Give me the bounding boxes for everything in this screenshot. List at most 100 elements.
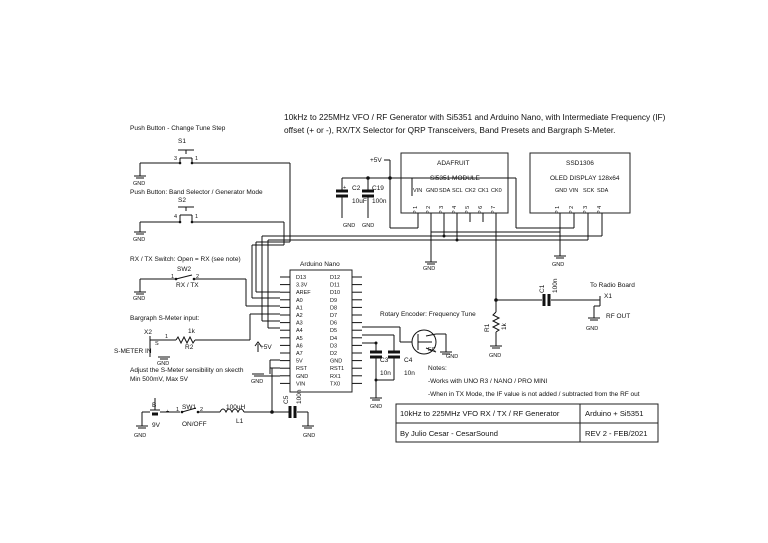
nano-pin-label: D11 bbox=[330, 283, 340, 289]
l1-value: 100uH bbox=[226, 404, 245, 411]
x2-connector bbox=[149, 336, 176, 346]
nano-title: Arduino Nano bbox=[300, 261, 340, 268]
gnd-symbol-smeter bbox=[158, 356, 170, 360]
r1-value: 1k bbox=[501, 322, 508, 330]
oled-pin-ref: P 2 bbox=[569, 206, 575, 214]
c19-value: 100n bbox=[372, 198, 387, 205]
nano-pin-label: GND bbox=[330, 359, 342, 365]
adafruit-pin-label: VIN bbox=[413, 188, 422, 194]
gnd-symbol-rxtx bbox=[134, 291, 146, 295]
s2-caption: Push Button: Band Selector / Generator M… bbox=[130, 189, 263, 196]
note-2: -When in TX Mode, the IF value is not ad… bbox=[428, 391, 640, 398]
nano-pin-label: RST1 bbox=[330, 366, 344, 372]
nano-pin-label: 3.3V bbox=[296, 283, 308, 289]
oled-pin-ref: P 1 bbox=[555, 206, 561, 214]
x1-connector bbox=[594, 296, 601, 307]
nano-pin-label: D2 bbox=[330, 351, 337, 357]
c1-ref: C1 bbox=[539, 284, 546, 293]
r2-value: 1k bbox=[188, 328, 196, 335]
x1-ref: X1 bbox=[604, 293, 612, 300]
gnd-symbol-s1 bbox=[134, 175, 146, 179]
svg-text:+: + bbox=[343, 185, 346, 191]
gnd-symbol-encoder bbox=[440, 351, 452, 355]
nano-pin-label: A0 bbox=[296, 298, 303, 304]
svg-text:1: 1 bbox=[195, 156, 198, 162]
oled-ssd1306-module bbox=[529, 152, 631, 214]
gnd-symbol-adafruit bbox=[425, 261, 437, 265]
oled-pin-label: VIN bbox=[569, 188, 578, 194]
c1-value: 100n bbox=[552, 278, 559, 293]
gnd-label-s2: GND bbox=[133, 237, 145, 243]
nano-pin-label: A1 bbox=[296, 305, 303, 311]
oled-pin-label: SCK bbox=[583, 188, 595, 194]
svg-text:2: 2 bbox=[200, 407, 203, 413]
adafruit-pin-label: SCL bbox=[452, 188, 463, 194]
adafruit-pin-label: SDA bbox=[439, 188, 451, 194]
gnd-label-encoder: GND bbox=[446, 354, 458, 360]
power-switch-label: ON/OFF bbox=[182, 421, 207, 428]
adafruit-si5351-module bbox=[400, 152, 509, 214]
title-line-2: offset (+ or -), RX/TX Selector for QRP … bbox=[284, 125, 615, 135]
nano-pin-label: AREF bbox=[296, 290, 311, 296]
title-block-platform: Arduino + Si5351 bbox=[585, 409, 643, 418]
battery-ref: B bbox=[152, 402, 156, 409]
adafruit-pin-label: CK2 bbox=[465, 188, 476, 194]
plus5v-top-label: +5V bbox=[370, 157, 382, 164]
c5-ref: C5 bbox=[283, 395, 290, 404]
c2-value: 10uF bbox=[352, 198, 367, 205]
nano-pin-label: A5 bbox=[296, 336, 303, 342]
gnd-symbol-r1 bbox=[490, 345, 502, 349]
gnd-label-nano: GND bbox=[251, 379, 263, 385]
nano-pin-label: A7 bbox=[296, 351, 303, 357]
svg-text:2: 2 bbox=[196, 274, 199, 280]
nano-pin-label: 5V bbox=[296, 359, 303, 365]
c3-capacitor bbox=[370, 350, 382, 359]
c3-ref: C3 bbox=[380, 357, 389, 364]
adafruit-pin-ref: P 2 bbox=[426, 206, 432, 214]
battery-value: 9V bbox=[152, 422, 161, 429]
encoder-ref: EC bbox=[428, 347, 436, 353]
svg-text:3: 3 bbox=[174, 156, 177, 162]
note-1: -Works with UNO R3 / NANO / PRO MINI bbox=[428, 378, 548, 385]
nano-pin-label: A3 bbox=[296, 321, 303, 327]
rxtx-switch bbox=[174, 274, 196, 281]
nano-pin-label: D4 bbox=[330, 336, 337, 342]
c5-capacitor bbox=[288, 406, 297, 418]
svg-text:S: S bbox=[155, 341, 159, 347]
oled-pin-label: SDA bbox=[597, 188, 609, 194]
c1-capacitor bbox=[542, 294, 551, 306]
r2-resistor bbox=[175, 335, 196, 345]
c4-capacitor bbox=[388, 350, 400, 359]
s1-push-button bbox=[178, 149, 194, 165]
gnd-symbol-s2 bbox=[134, 231, 146, 235]
c2-ref: C2 bbox=[352, 185, 361, 192]
nano-pin-label: D5 bbox=[330, 328, 337, 334]
c4-value: 10n bbox=[404, 370, 415, 377]
s2-push-button bbox=[178, 206, 194, 224]
gnd-label-c2: GND bbox=[343, 223, 355, 229]
svg-text:1: 1 bbox=[195, 214, 198, 220]
gnd-symbol-oled bbox=[554, 255, 566, 259]
nano-pin-label: A4 bbox=[296, 328, 303, 334]
gnd-label-oled: GND bbox=[552, 262, 564, 268]
gnd-label-c3c4: GND bbox=[370, 404, 382, 410]
c3-value: 10n bbox=[380, 370, 391, 377]
l1-ref: L1 bbox=[236, 418, 244, 425]
gnd-symbol-c3c4 bbox=[370, 397, 382, 401]
s2-ref: S2 bbox=[178, 197, 186, 204]
gnd-symbol-c5 bbox=[302, 425, 314, 429]
to-radio-label: To Radio Board bbox=[590, 282, 635, 289]
power-switch-ref: SW1 bbox=[182, 404, 196, 411]
title-line-1: 10kHz to 225MHz VFO / RF Generator with … bbox=[284, 112, 666, 122]
notes-title: Notes: bbox=[428, 365, 447, 372]
plus5v-mid-label: +5V bbox=[260, 344, 272, 351]
c2-capacitor bbox=[336, 189, 348, 198]
rxtx-caption: RX / TX Switch: Open = RX (see note) bbox=[130, 256, 241, 263]
nano-pin-label: GND bbox=[296, 374, 308, 380]
nano-pin-label: A2 bbox=[296, 313, 303, 319]
title-block bbox=[395, 403, 659, 443]
